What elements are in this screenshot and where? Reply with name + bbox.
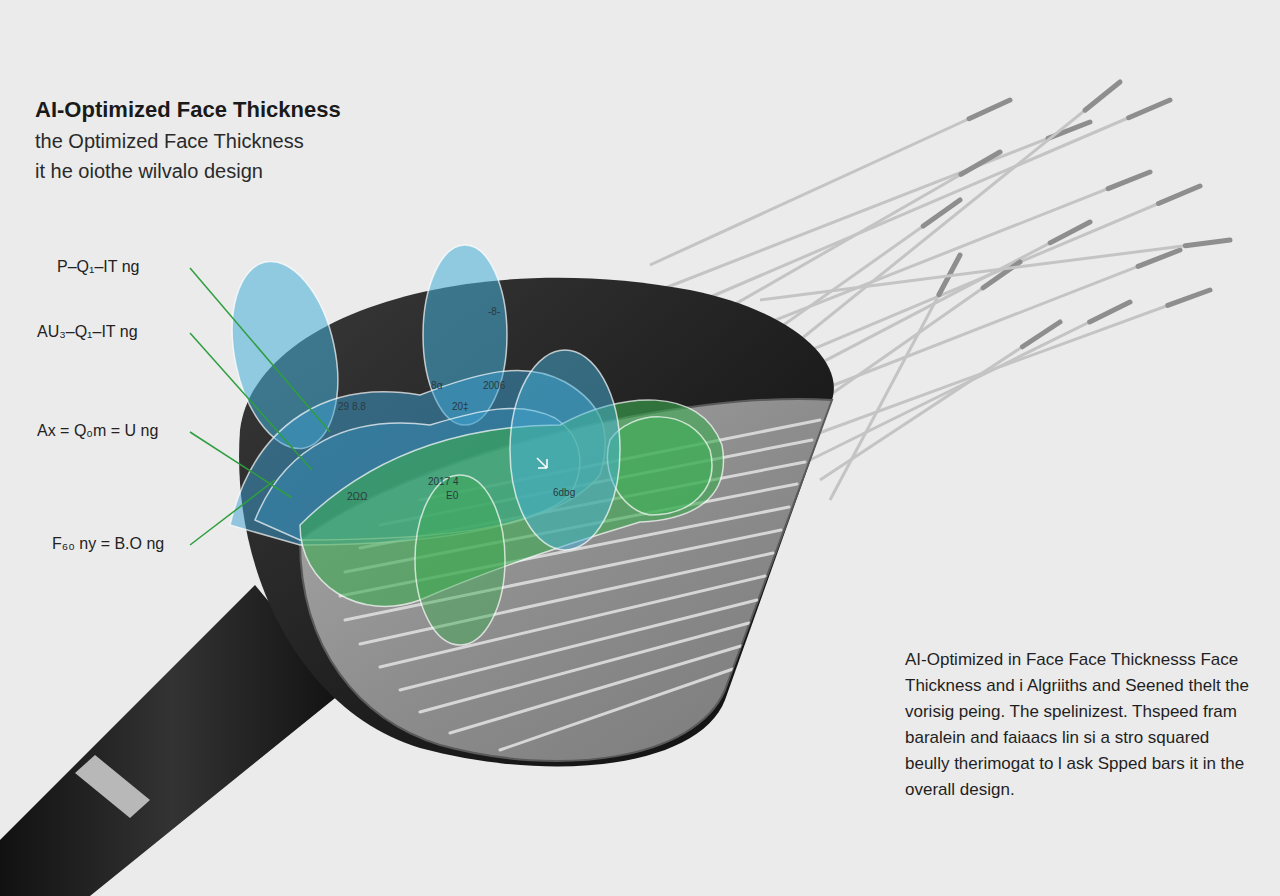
- shaft-tip: [1022, 322, 1060, 347]
- shaft-tip: [1159, 186, 1200, 203]
- diagram-title: AI-Optimized Face Thickness: [35, 97, 341, 123]
- map-value: 2006: [483, 380, 505, 391]
- shaft-tip: [1168, 290, 1210, 305]
- map-value: E0: [446, 490, 458, 501]
- shaft-tip: [1129, 100, 1170, 118]
- shaft-tip: [1138, 250, 1180, 266]
- map-value: 2ΩΩ: [347, 491, 368, 502]
- shaft: [650, 100, 1010, 265]
- subtitle: it he oiothe wilvalo design: [35, 160, 263, 183]
- shaft-tip: [1108, 172, 1150, 189]
- map-value: 2017 4: [428, 476, 459, 487]
- side-label: AU₃–Q₁–IT ng: [37, 323, 138, 341]
- side-label: P–Q₁–IT ng: [57, 258, 139, 276]
- shaft-tip: [983, 262, 1020, 288]
- side-label: Ax = Q₀m = U ng: [37, 422, 158, 440]
- map-value: 29 8.8: [338, 401, 366, 412]
- leader-lines: [190, 268, 330, 545]
- shaft-tip: [961, 152, 1000, 174]
- side-label: F₆₀ ny = B.O ng: [52, 535, 164, 553]
- shaft: [830, 255, 960, 500]
- subtitle: the Optimized Face Thickness: [35, 130, 304, 153]
- shaft: [800, 82, 1120, 340]
- shaft-tip: [1085, 82, 1120, 110]
- shaft-tip: [1050, 222, 1090, 243]
- shaft-tip: [923, 200, 960, 226]
- ferrule-band: [75, 755, 150, 818]
- shaft-tip: [969, 100, 1010, 119]
- shaft-tip: [1090, 302, 1130, 322]
- map-value: -8-: [488, 306, 500, 317]
- shaft-tip: [1185, 240, 1230, 246]
- thickness-map: [216, 245, 723, 645]
- map-value: - 8α: [425, 380, 442, 391]
- shaft: [760, 240, 1230, 300]
- map-value: 20‡: [452, 401, 469, 412]
- map-value: 6dbg: [553, 487, 575, 498]
- shaft: [820, 322, 1060, 480]
- caption-paragraph: AI-Optimized in Face Face Thicknesss Fac…: [905, 647, 1255, 803]
